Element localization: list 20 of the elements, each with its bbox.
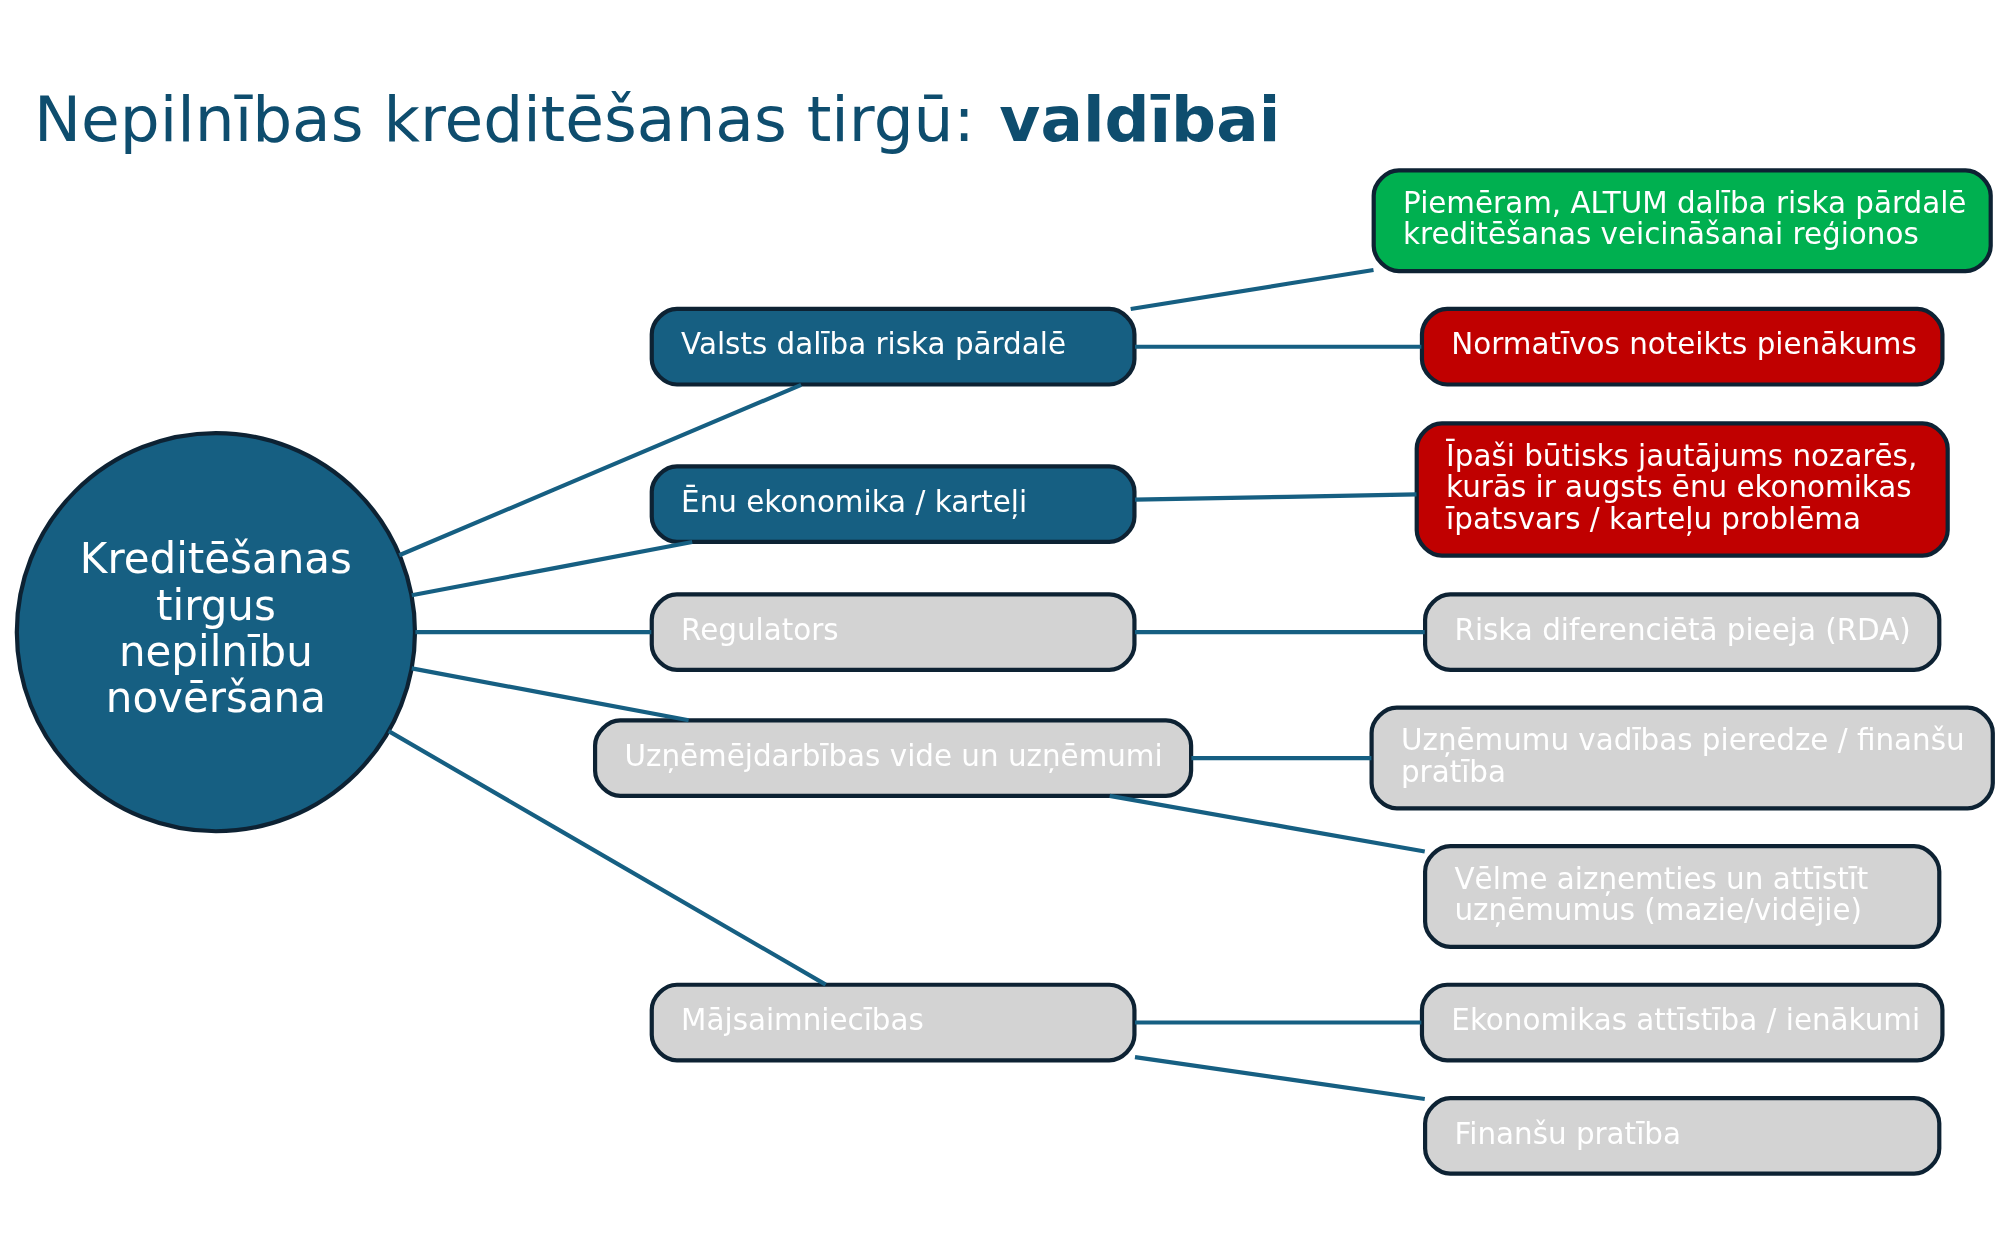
connector [1130, 267, 1374, 312]
connector [1134, 344, 1422, 349]
connector [415, 630, 652, 635]
connector [1134, 492, 1417, 502]
node-box: Ēnu ekonomika / karteļi [649, 464, 1137, 544]
node-box: Valsts dalība riska pārdalē [649, 306, 1137, 387]
connector [1134, 1055, 1426, 1102]
connector [1134, 630, 1425, 635]
connector [398, 382, 802, 558]
connector [411, 539, 693, 598]
connector [387, 729, 827, 987]
node-circle: Kreditēšanas tirgus nepilnību novēršana [14, 430, 418, 834]
connector [411, 666, 690, 723]
node-box: Piemēram, ALTUM dalība riska pārdalē kreditēšanas veicināšanai reģionos [1371, 168, 1993, 274]
connector [1191, 755, 1372, 761]
node-box: Normatīvos noteikts pienākums [1419, 306, 1945, 387]
diagram-title: Nepilnības kreditēšanas tirgū: valdībai [33, 83, 1281, 157]
connector [1109, 793, 1426, 854]
connector [1134, 1020, 1422, 1025]
node-box: Īpaši būtisks jautājums nozarēs, kurās ir augsts ēnu ekonomikas īpatsvars / karteļu problēma [1414, 421, 1950, 558]
